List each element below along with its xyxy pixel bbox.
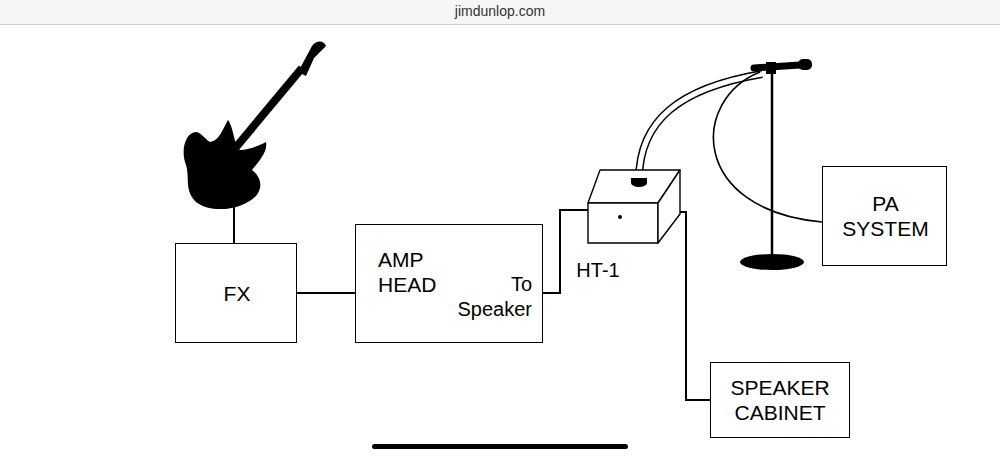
component-box: AMP HEADTo Speaker [355,224,543,343]
unit-front-face [588,203,658,243]
guitar-cable [233,205,235,243]
component-label: SPEAKER CABINET [715,375,845,425]
mic-clip [766,62,776,74]
talkbox-node: HT-1 [586,166,682,246]
component-box: PA SYSTEM [822,166,947,266]
site-url: jimdunlop.com [0,3,1000,19]
home-indicator [372,444,628,449]
component-box: FX [175,243,297,343]
component-label: FX [176,281,298,306]
cable-line [543,210,588,293]
unit-led [618,215,622,219]
talkbox-tube [639,74,762,180]
signal-cable [680,212,710,400]
unit-knob [631,179,647,187]
talkbox-tube-inner [639,74,762,180]
cable-line [680,212,710,400]
microphone-grille [798,59,812,70]
component-box: SPEAKER CABINET [710,362,850,438]
guitar-body [184,120,267,209]
component-label: AMP HEAD [378,247,448,297]
component-label: HT-1 [558,258,638,283]
signal-cable [297,293,355,294]
mic-stand [771,72,774,258]
component-label: To Speaker [452,272,532,322]
unit-knob-base [631,178,647,183]
mic-cable [713,72,822,222]
mic-stand-base [740,254,804,270]
microphone-body [754,65,800,68]
unit-side-face [658,170,680,243]
cable-line [297,292,355,294]
signal-cable [543,210,588,293]
component-label: PA SYSTEM [833,191,938,241]
talkbox-unit [586,166,682,246]
guitar-headstock [298,42,326,77]
guitar-neck [232,68,302,152]
